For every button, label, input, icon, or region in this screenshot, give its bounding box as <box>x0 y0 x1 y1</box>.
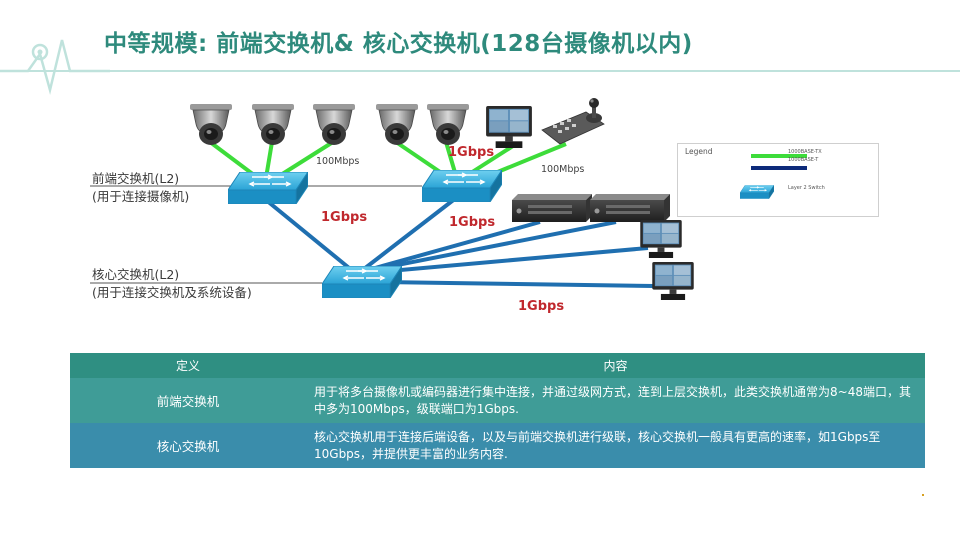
legend-line1-label: 1000BASE-TX <box>788 149 822 155</box>
ptz-controller-icon <box>541 98 605 145</box>
speed-1gbps-left: 1Gbps <box>321 210 368 225</box>
legend-blue-line <box>751 166 807 170</box>
header-divider <box>0 70 960 72</box>
link-ws2-core <box>379 280 655 288</box>
link-front1-core <box>264 198 356 274</box>
speed-1gbps-top: 1Gbps <box>448 145 495 160</box>
row-content-core-switch: 核心交换机用于连接后端设备，以及与前端交换机进行级联，核心交换机一般具有更高的速… <box>306 423 925 468</box>
blue-links <box>264 196 655 288</box>
row-name-front-switch: 前端交换机 <box>70 378 306 423</box>
table-header-content: 内容 <box>306 353 925 378</box>
network-diagram <box>90 98 694 300</box>
dome-camera-icon <box>189 104 233 146</box>
dome-camera-icon <box>251 104 295 146</box>
table-row: 核心交换机 核心交换机用于连接后端设备，以及与前端交换机进行级联，核心交换机一般… <box>70 423 925 468</box>
speed-100mbps-right: 100Mbps <box>541 164 585 175</box>
front-switch-desc: (用于连接摄像机) <box>92 189 190 204</box>
table-header-definition: 定义 <box>70 353 306 378</box>
dome-camera-icon <box>312 104 356 146</box>
dome-camera-icon <box>375 104 419 146</box>
definition-table: 定义 内容 前端交换机 用于将多台摄像机或编码器进行集中连接，并通过级网方式，连… <box>70 353 925 468</box>
dome-camera-icon <box>426 104 470 146</box>
legend-title: Legend <box>685 147 713 156</box>
core-switch-label: 核心交换机(L2) <box>92 267 180 282</box>
legend-switch-label: Layer 2 Switch <box>788 185 825 191</box>
front-switch-2-icon <box>422 170 502 202</box>
core-switch-icon <box>322 266 402 298</box>
page-title: 中等规模: 前端交换机& 核心交换机(128台摄像机以内) <box>104 31 693 57</box>
front-switch-label: 前端交换机(L2) <box>92 171 180 186</box>
core-switch-desc: (用于连接交换机及系统设备) <box>92 285 252 300</box>
decorative-dot <box>922 494 924 496</box>
nvr-recorder-icon <box>590 194 670 222</box>
link-nvr2-core <box>371 220 617 272</box>
legend-line2-label: 1000BASE-T <box>788 157 819 163</box>
nvr-recorder-icon <box>512 194 592 222</box>
link-front2-core <box>358 196 458 274</box>
monitor-icon <box>640 220 682 258</box>
legend-switch-icon <box>740 185 774 199</box>
speed-1gbps-bottom: 1Gbps <box>518 299 565 314</box>
speed-1gbps-mid: 1Gbps <box>449 215 496 230</box>
speed-100mbps-left: 100Mbps <box>316 156 360 167</box>
link-nvr1-core <box>367 220 541 272</box>
row-content-front-switch: 用于将多台摄像机或编码器进行集中连接，并通过级网方式，连到上层交换机，此类交换机… <box>306 378 925 423</box>
table-row: 前端交换机 用于将多台摄像机或编码器进行集中连接，并通过级网方式，连到上层交换机… <box>70 378 925 423</box>
monitor-icon <box>652 262 694 300</box>
legend-box: Legend 1000BASE-TX 1000BASE-T Layer 2 Sw… <box>677 143 879 217</box>
monitor-icon <box>486 106 532 148</box>
front-switch-1-icon <box>228 172 308 204</box>
legend-green-line <box>751 154 807 158</box>
row-name-core-switch: 核心交换机 <box>70 423 306 468</box>
table-header-row: 定义 内容 <box>70 353 925 378</box>
link-ws1-core <box>377 246 649 274</box>
